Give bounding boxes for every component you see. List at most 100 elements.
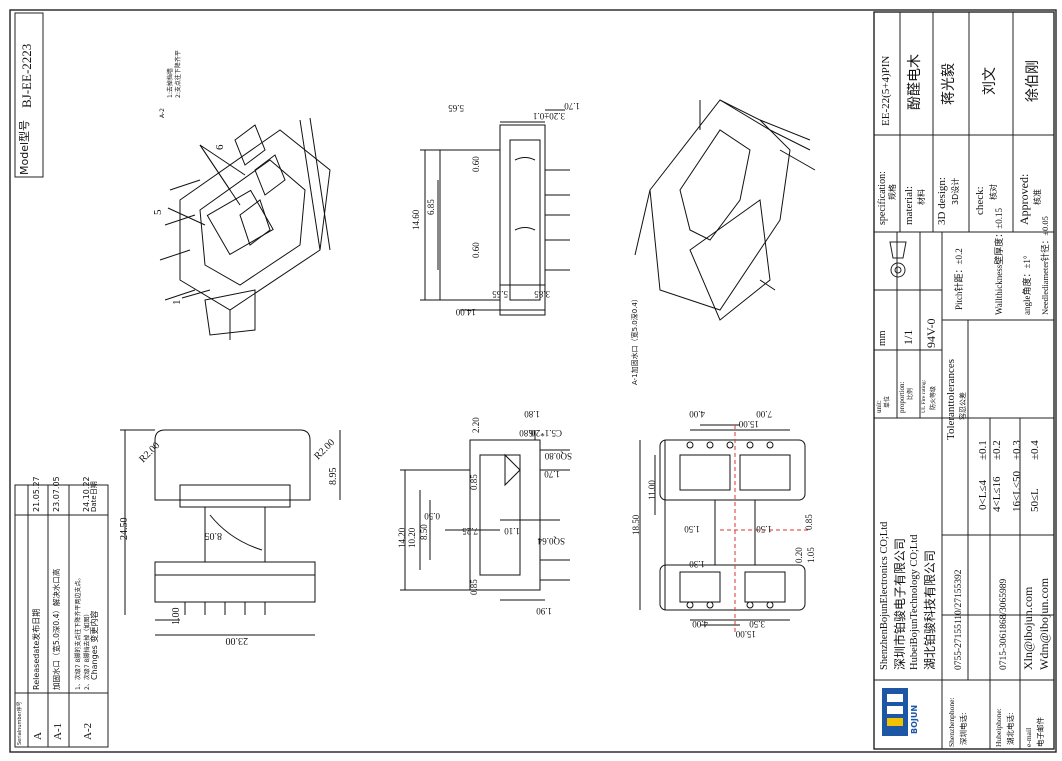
spec-value: EE-22(5+4)PIN <box>880 55 892 126</box>
model-value: BJ-EE-2223 <box>19 43 34 108</box>
company-name-cn: 深圳市铂骏电子有限公司 <box>893 537 907 670</box>
sz-phone-label: Shenzhenphone: <box>947 697 956 747</box>
change-row-content: 2、次级7 8脚挡去掉（如图） <box>84 610 91 690</box>
dim-label: 6.85 <box>426 199 436 215</box>
dim-label: 23.00 <box>225 635 249 646</box>
unit-value: mm <box>877 330 888 346</box>
dim-label: 0.50 <box>424 511 440 521</box>
unit-label: unit: <box>875 400 883 413</box>
dim-label: 1.50 <box>684 524 700 534</box>
change-row-content: 1、次级7 8脚的支点往下降齐平两边支点。 <box>75 574 82 690</box>
isometric-view-2 <box>634 99 816 321</box>
dim-label: SQ0.80 <box>544 451 572 461</box>
dim-label: 15.00 <box>738 419 759 429</box>
dim-label: 14.60 <box>411 209 421 230</box>
change-row-serial: A-2 <box>82 722 94 740</box>
approved-label: Approved: <box>1017 173 1031 225</box>
email-2: Wdm@ibojun.com <box>1037 577 1051 670</box>
change-row-date: 24.10.22 <box>82 476 91 512</box>
unit-label-cn: 单位 <box>884 395 891 408</box>
email-label-cn: 电子邮件 <box>1036 717 1045 747</box>
company-name-en: ShenzhenBojunElectronics CO;Ltd <box>879 521 890 670</box>
check-label: check: <box>974 186 986 215</box>
dim-label: 5.55 <box>492 289 508 299</box>
spec-label-cn: 规格 <box>888 184 897 200</box>
section-view <box>400 430 570 601</box>
approved-value: 徐伯刚 <box>1025 60 1041 102</box>
check-label-cn: 核对 <box>989 184 998 200</box>
dim-label: 10.20 <box>407 527 417 548</box>
dim-label: 0.85 <box>804 514 814 530</box>
fire-value: 94V-0 <box>924 318 938 348</box>
proportion-value: 1/1 <box>901 329 915 345</box>
dim-label: 4.00 <box>689 409 705 419</box>
sz-phone-value: 0755-27155110/27155392 <box>954 569 964 670</box>
model-label: Model型号 <box>18 119 31 175</box>
tol-value: ±0.3 <box>1011 440 1023 460</box>
tol-note: Wallthickness壁厚度：±0.15 <box>994 208 1004 315</box>
changes-serial-header: Serialnumber序号 <box>17 701 23 745</box>
dim-label: 1.80 <box>524 409 540 419</box>
change-row-content: 加固水口（宽5.0深0.4）解决水口高 <box>52 568 61 690</box>
logo-text: BOJUN <box>910 704 919 734</box>
dim-label: 4.00 <box>692 619 708 629</box>
dim-label: 0.20 <box>794 547 804 563</box>
tol-value: ±0.1 <box>977 440 989 460</box>
company-name-en2: HubeiBojunTechnology CO;Ltd <box>909 534 920 670</box>
dim-label: 1.00 <box>171 607 182 626</box>
iso-note: 1:去掉挡墙 <box>167 68 174 98</box>
dim-label: 8.05 <box>204 530 223 541</box>
approved-label-cn: 核准 <box>1033 189 1042 205</box>
change-row-content: Releasedate发布日期 <box>32 608 41 690</box>
dim-label: 1.70 <box>544 469 560 479</box>
dim-label: 14.00 <box>455 307 476 317</box>
hb-phone-label: Hubeiphone: <box>994 708 1003 747</box>
tolerances-title: Toleranttolerances <box>945 358 957 440</box>
dim-label: 8.95 <box>328 467 339 486</box>
tol-note: Needlediameter针径：±0.05 <box>1040 216 1050 315</box>
dim-label: 5.65 <box>448 103 464 113</box>
proportion-label-cn: 比例 <box>907 387 914 400</box>
check-value: 刘文 <box>982 67 998 95</box>
dim-label: 0.60 <box>471 156 481 172</box>
material-value: 酚醛电木 <box>907 54 923 110</box>
dim-label: 2.20 <box>471 417 481 433</box>
tol-range: 16<L≤50 <box>1011 471 1023 512</box>
hb-phone-value: 0715-3061868/3065989 <box>999 578 1009 670</box>
email-label: e-mail <box>1024 727 1033 747</box>
dim-label: 0.85 <box>469 579 479 595</box>
changes-title: Changes 变更内容 <box>90 610 99 680</box>
dim-label: 7.25 <box>462 526 478 536</box>
changes-date-header: Date日期 <box>90 481 98 512</box>
design-value: 蒋光毅 <box>941 63 957 105</box>
pin-label: 1 <box>171 299 183 306</box>
tolerances-title-cn: 容忍公差 <box>959 392 967 420</box>
hb-phone-label-cn: 湖北电话: <box>1006 712 1015 745</box>
fire-label: UL Fire rating: <box>921 379 927 413</box>
dim-label: 24.50 <box>119 517 130 541</box>
dim-label: 3.85 <box>534 289 550 299</box>
isometric-view-1 <box>159 117 331 340</box>
bottom-view <box>639 424 810 635</box>
dim-label: 1.05 <box>806 547 816 563</box>
email-1: Xln@ibojun.com <box>1021 586 1035 670</box>
material-label-cn: 材料 <box>917 189 926 205</box>
dim-label: 15.00 <box>735 629 756 639</box>
change-row-serial: A-1 <box>52 722 64 740</box>
iso-note: A-2 <box>159 108 166 118</box>
dim-label: 7.00 <box>756 409 772 419</box>
change-row-date: 23.07.05 <box>52 476 61 512</box>
fire-label-cn: 防火等级 <box>930 385 937 410</box>
dim-label: 8.50 <box>419 524 429 540</box>
change-row-date: 21.05.27 <box>32 476 41 512</box>
spec-label: specification: <box>877 171 888 225</box>
tol-note: Pitch针距：±0.2 <box>954 248 964 310</box>
dim-label: 18.50 <box>631 514 641 535</box>
dim-label: 1.30 <box>689 559 705 569</box>
dim-label: 14.20 <box>397 527 407 548</box>
bojun-logo-icon <box>882 688 908 736</box>
proportion-label: proportion: <box>898 381 906 414</box>
tol-range: 50≤L <box>1029 488 1041 512</box>
